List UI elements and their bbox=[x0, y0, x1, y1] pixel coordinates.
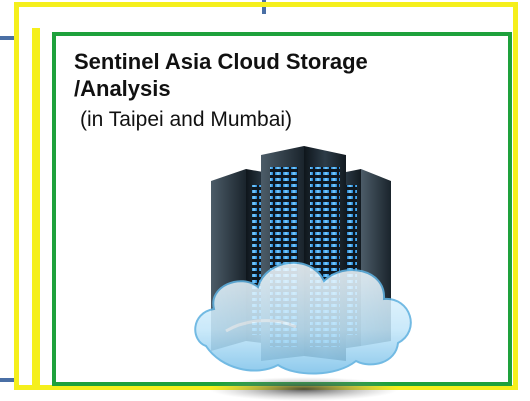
panel-subtitle: (in Taipei and Mumbai) bbox=[80, 108, 293, 131]
cloud-server-icon bbox=[194, 146, 412, 401]
panel-title: Sentinel Asia Cloud Storage /Analysis bbox=[74, 48, 368, 102]
connector-line-left-top bbox=[0, 36, 14, 40]
panel-title-line-2: /Analysis bbox=[74, 76, 171, 101]
connector-line-left-bottom bbox=[0, 378, 14, 382]
cloud-shape bbox=[194, 261, 412, 375]
cloud-storage-panel: Sentinel Asia Cloud Storage /Analysis (i… bbox=[52, 32, 512, 401]
connector-line-top bbox=[262, 0, 266, 14]
panel-title-line-1: Sentinel Asia Cloud Storage bbox=[74, 49, 368, 74]
yellow-frame-left-bar bbox=[32, 28, 40, 390]
drop-shadow bbox=[209, 377, 399, 401]
